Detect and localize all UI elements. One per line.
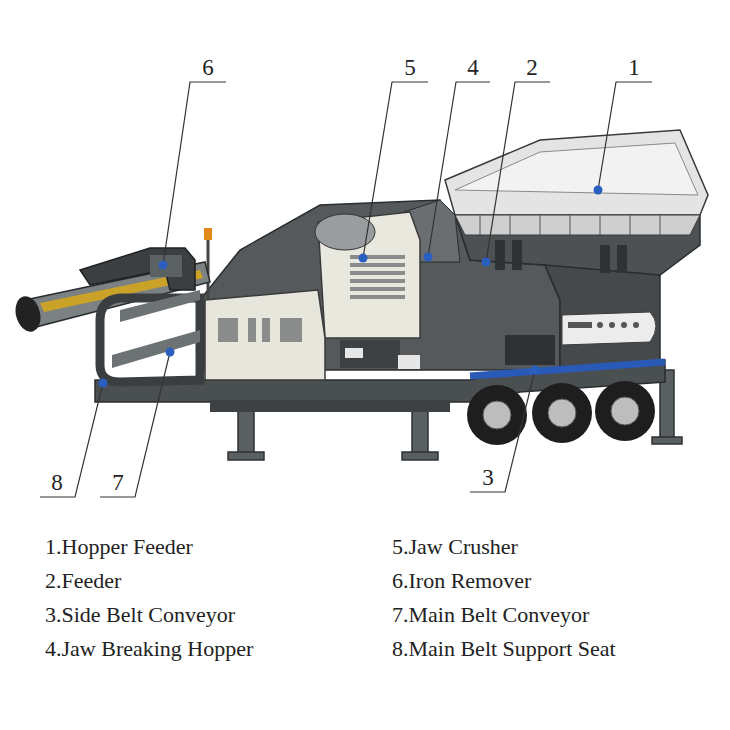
- callout-number: 8: [51, 471, 63, 494]
- callout-number: 4: [467, 56, 479, 79]
- callout-number: 2: [526, 56, 538, 79]
- callout-number: 1: [628, 56, 640, 79]
- callout-number: 5: [404, 56, 416, 79]
- callout-number: 6: [202, 56, 214, 79]
- part-name: 7.Main Belt Conveyor: [392, 604, 589, 626]
- part-name: 2.Feeder: [45, 570, 121, 592]
- part-name: 4.Jaw Breaking Hopper: [45, 638, 253, 660]
- callout-number: 7: [112, 471, 124, 494]
- part-name: 8.Main Belt Support Seat: [392, 638, 616, 660]
- callout-number: 3: [482, 466, 494, 489]
- part-name: 1.Hopper Feeder: [45, 536, 193, 558]
- part-name: 5.Jaw Crusher: [392, 536, 518, 558]
- part-name: 3.Side Belt Conveyor: [45, 604, 235, 626]
- part-name: 6.Iron Remover: [392, 570, 531, 592]
